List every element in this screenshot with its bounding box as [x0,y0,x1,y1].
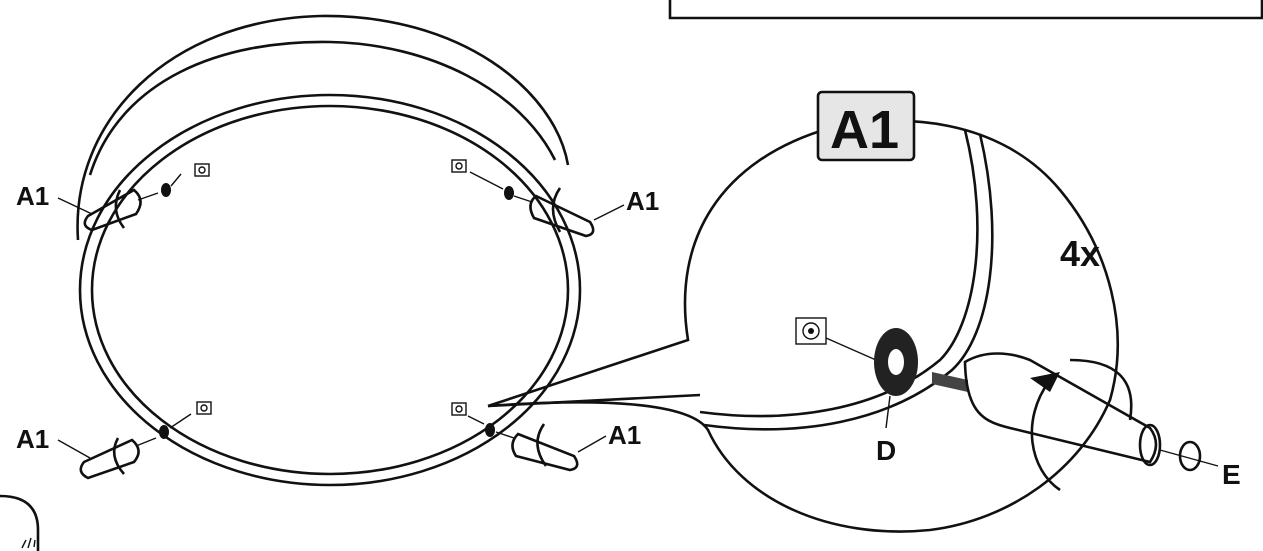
screw-hole-icon [194,163,210,177]
detail-table-edge-inner [703,133,994,431]
bolt-icon [135,437,157,447]
detail-washer-hole [888,349,904,375]
screw-hole-center [455,405,463,413]
tabletop-surface-outer [78,93,582,487]
screw-hole-center [200,404,208,412]
leader-line [467,415,485,425]
leg-bottom-left: A1 [16,401,212,480]
washer-icon [504,186,514,200]
washer-icon [485,423,495,437]
screw-hole-center [455,162,463,170]
leader-line [169,413,192,429]
corner-icon-frame [0,494,40,551]
label-leader [593,204,625,221]
screw-hole-icon [196,401,212,415]
tabletop-surface-inner [90,104,570,476]
detail-label: A1 [830,100,899,160]
washer-icon [159,425,169,439]
detail-callout: D E A1 4x [487,90,1241,533]
leg-label-top-left: A1 [16,181,49,211]
leg-body [511,432,579,472]
detail-screw-hole-center [808,328,814,334]
detail-leader-washer [885,395,891,429]
rotate-arrow-icon [114,189,126,229]
callout-outline [487,119,1119,533]
detail-leader-cap [1159,449,1219,467]
screw-hole-icon [451,402,467,416]
leg-top-left: A1 [16,163,210,232]
detail-bolt-icon [932,372,968,392]
detail-leg-body [963,352,1158,464]
callout-pointer [487,393,701,408]
washer-label: D [876,435,896,466]
bolt-icon [495,431,515,439]
detail-leg-foot [1138,423,1162,467]
tabletop-rim-outer [76,14,570,241]
leg-label-bottom-left: A1 [16,424,49,454]
bolt-icon [137,192,159,201]
leg-body [83,188,142,232]
rotate-arrow-icon [551,187,562,233]
note-box [668,0,1263,20]
detail-screw-hole-ring [802,322,820,340]
detail-table-edge-outer [699,129,979,418]
label-leader [577,435,607,453]
label-leader [57,439,91,459]
detail-rotate-arrow-icon [1030,379,1061,492]
detail-screw-hole-icon [795,317,827,345]
leg-label-bottom-right: A1 [608,420,641,450]
tabletop [76,14,582,487]
washer-icon [161,183,171,197]
detail-label-box [816,90,916,162]
leg-label-top-right: A1 [626,186,659,216]
leader-line [469,171,504,190]
rotate-arrow-icon [112,437,125,475]
quantity-label: 4x [1060,233,1100,274]
screw-hole-icon [451,159,467,173]
leader-line [170,173,182,187]
label-leader [57,197,93,215]
rotate-arrow-icon [536,423,548,467]
detail-rotation-ring [1069,358,1133,421]
bolt-icon [513,195,533,203]
tabletop-rim-inner [88,40,557,176]
leg-body [79,438,140,480]
leg-top-right: A1 [451,159,659,238]
corner-icon-marks [21,537,36,549]
screw-hole-center [198,166,206,174]
detail-arrow-head [1030,372,1060,392]
detail-leader-hole [825,337,877,361]
cap-label: E [1222,459,1241,490]
leg-bottom-right: A1 [451,402,641,472]
